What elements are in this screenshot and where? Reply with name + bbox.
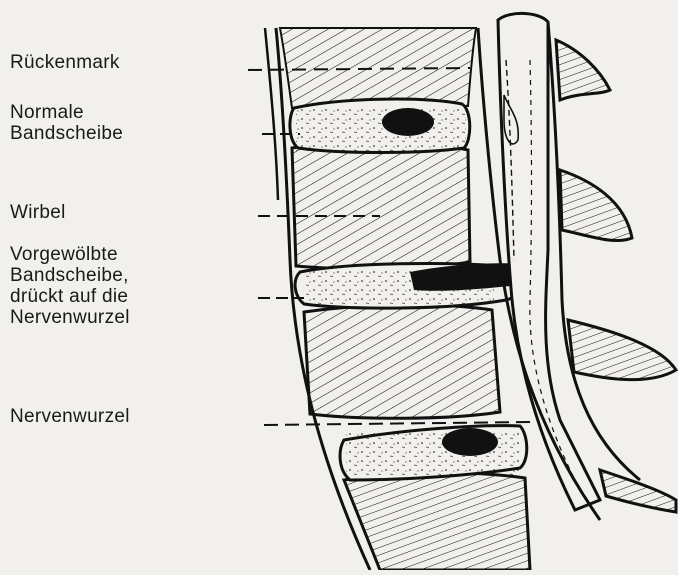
label-wirbel: Wirbel bbox=[10, 202, 66, 223]
vertebra-middle bbox=[304, 305, 500, 418]
label-normale-bandscheibe: Normale Bandscheibe bbox=[10, 102, 123, 144]
spinous-process-3 bbox=[568, 320, 676, 380]
nucleus-lower bbox=[442, 428, 498, 456]
nucleus-normal bbox=[382, 108, 434, 136]
label-nervenwurzel: Nervenwurzel bbox=[10, 406, 130, 427]
spinous-process-4 bbox=[600, 470, 676, 512]
vertebra-upper bbox=[292, 142, 470, 269]
spinous-process-1 bbox=[556, 40, 610, 100]
vertebra-lower bbox=[344, 473, 530, 570]
spinous-process-2 bbox=[560, 170, 632, 241]
label-vorgewoelbte-bandscheibe: Vorgewölbte Bandscheibe, drückt auf die … bbox=[10, 244, 130, 328]
label-rueckenmark: Rückenmark bbox=[10, 52, 120, 73]
